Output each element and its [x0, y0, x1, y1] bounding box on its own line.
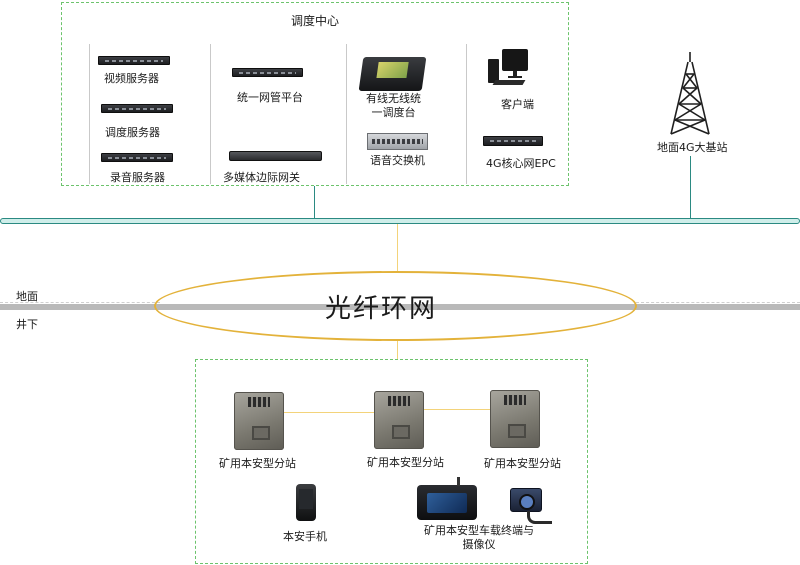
substation-link [284, 412, 374, 413]
underground-label: 井下 [16, 318, 38, 331]
ground-dash-right [636, 302, 800, 303]
camera-icon [510, 488, 542, 512]
dispatch-center-box [61, 2, 569, 186]
substation-label: 矿用本安型分站 [367, 456, 444, 469]
substation-device-icon [490, 390, 540, 448]
video-server-icon [98, 56, 170, 65]
dispatch-to-bus-connector [314, 186, 315, 218]
voice-switch-label: 语音交换机 [370, 154, 425, 167]
client-pc-icon [486, 47, 542, 87]
ground-dash-left [0, 302, 160, 303]
dispatch-server-icon [101, 104, 173, 113]
dispatch-server-label: 调度服务器 [105, 126, 160, 139]
multimedia-gateway-label: 多媒体边际网关 [223, 171, 300, 184]
substation-device-icon [374, 391, 424, 449]
voice-switch-icon [367, 133, 428, 150]
network-mgmt-server-icon [232, 68, 303, 77]
column-divider [210, 44, 211, 184]
substation-label: 矿用本安型分站 [484, 457, 561, 470]
surface-label: 地面 [16, 290, 38, 303]
multimedia-gateway-icon [229, 151, 322, 161]
substation-link [424, 409, 490, 410]
fiber-ring [154, 271, 637, 341]
column-divider [89, 44, 90, 184]
network-mgmt-label: 统一网管平台 [237, 91, 303, 104]
intrinsically-safe-phone-icon [296, 484, 316, 521]
epc-server-icon [483, 136, 543, 146]
base-station-label: 地面4G大基站 [657, 141, 728, 154]
underground-box [195, 359, 588, 564]
substation-device-icon [234, 392, 284, 450]
column-divider [346, 44, 347, 184]
vehicle-terminal-icon [417, 477, 477, 520]
recording-server-icon [101, 153, 173, 162]
vehicle-terminal-label: 矿用本安型车载终端与摄像仪 [424, 524, 534, 551]
antenna-tower-icon [670, 52, 710, 135]
fiber-ring-label: 光纤环网 [325, 294, 438, 324]
column-divider [466, 44, 467, 184]
recording-server-label: 录音服务器 [110, 171, 165, 184]
camera-cable [527, 511, 552, 524]
video-server-label: 视频服务器 [104, 72, 159, 85]
network-bus [0, 218, 800, 224]
ring-to-underground-connector [397, 341, 398, 359]
dispatch-center-title: 调度中心 [291, 14, 340, 28]
client-label: 客户端 [501, 98, 534, 111]
bus-to-ring-connector [397, 224, 398, 272]
dispatch-console-label: 有线无线统一调度台 [366, 92, 421, 119]
dispatch-console-icon [358, 57, 427, 91]
substation-label: 矿用本安型分站 [219, 457, 296, 470]
epc-label: 4G核心网EPC [486, 157, 556, 170]
tower-to-bus-connector [690, 156, 691, 218]
phone-label: 本安手机 [283, 530, 327, 543]
